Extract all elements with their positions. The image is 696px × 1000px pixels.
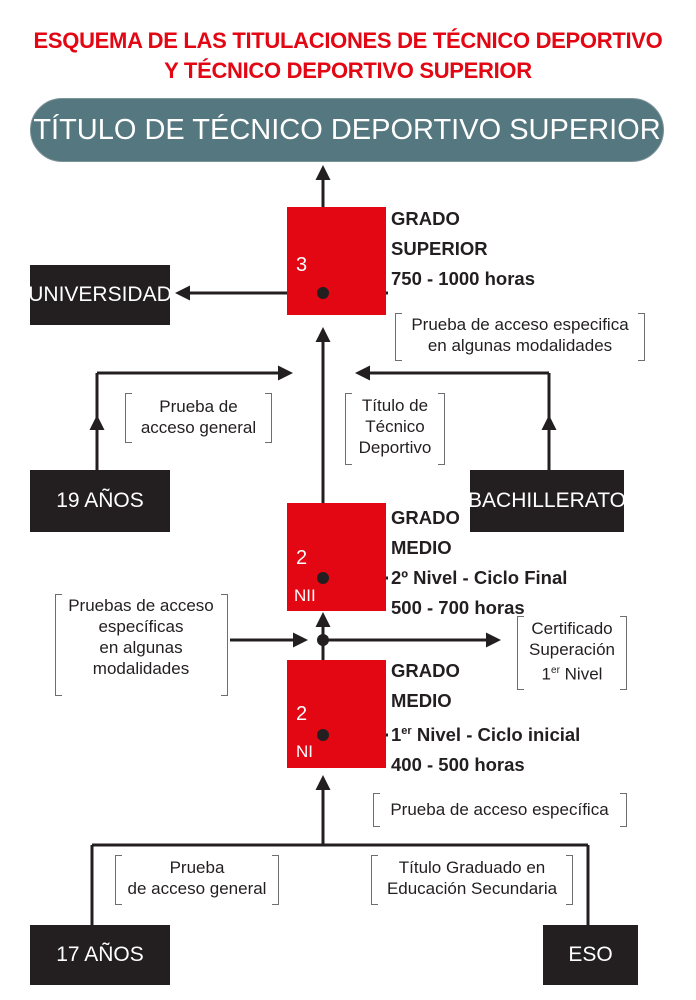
age19-box: 19 AÑOS (30, 470, 170, 532)
title-banner: TÍTULO DE TÉCNICO DEPORTIVO SUPERIOR (30, 98, 664, 162)
note-titulo-tecnico: Título de Técnico Deportivo (358, 396, 432, 457)
level-medio1-number: 2 (296, 703, 308, 725)
level-medio2-desc: GRADO MEDIO 2º Nivel - Ciclo Final 500 -… (391, 507, 568, 618)
note-graduado: Título Graduado en Educación Secundaria (386, 858, 558, 898)
level-medio1-tag: NI (296, 742, 313, 761)
junction-dot (317, 287, 329, 299)
note-especifica-modalidades: Prueba de acceso especifica en algunas m… (411, 315, 629, 355)
level-medio2-box (287, 503, 386, 611)
level-medio1-desc: GRADO MEDIO 1er Nivel - Ciclo inicial 40… (391, 660, 581, 776)
junction-dot (317, 572, 329, 584)
junction-dot (317, 729, 329, 741)
universidad-box: UNIVERSIDAD (28, 265, 172, 325)
level-superior-number: 3 (296, 254, 308, 276)
note-general-bottom: Prueba de acceso general (127, 858, 267, 898)
note-general-top: Prueba de acceso general (140, 397, 257, 437)
diagram-title-line1: ESQUEMA DE LAS TITULACIONES DE TÉCNICO D… (33, 28, 663, 53)
diagram-title-line2: Y TÉCNICO DEPORTIVO SUPERIOR (164, 58, 532, 83)
level-superior-desc: GRADO SUPERIOR 750 - 1000 horas (391, 208, 535, 289)
age17-box: 17 AÑOS (30, 925, 170, 985)
note-especifica-bottom: Prueba de acceso específica (390, 800, 609, 819)
level-medio2-tag: NII (294, 586, 316, 605)
level-medio2-number: 2 (296, 547, 308, 569)
level-superior-box (287, 207, 386, 315)
junction-dot (317, 634, 329, 646)
note-pruebas-especificas: Pruebas de acceso específicas en algunas… (68, 596, 214, 678)
bachillerato-box: BACHILLERATO (468, 470, 626, 532)
note-certificado: Certificado Superación 1er Nivel (528, 619, 615, 684)
eso-box: ESO (543, 925, 638, 985)
level-medio1-box (287, 660, 386, 768)
